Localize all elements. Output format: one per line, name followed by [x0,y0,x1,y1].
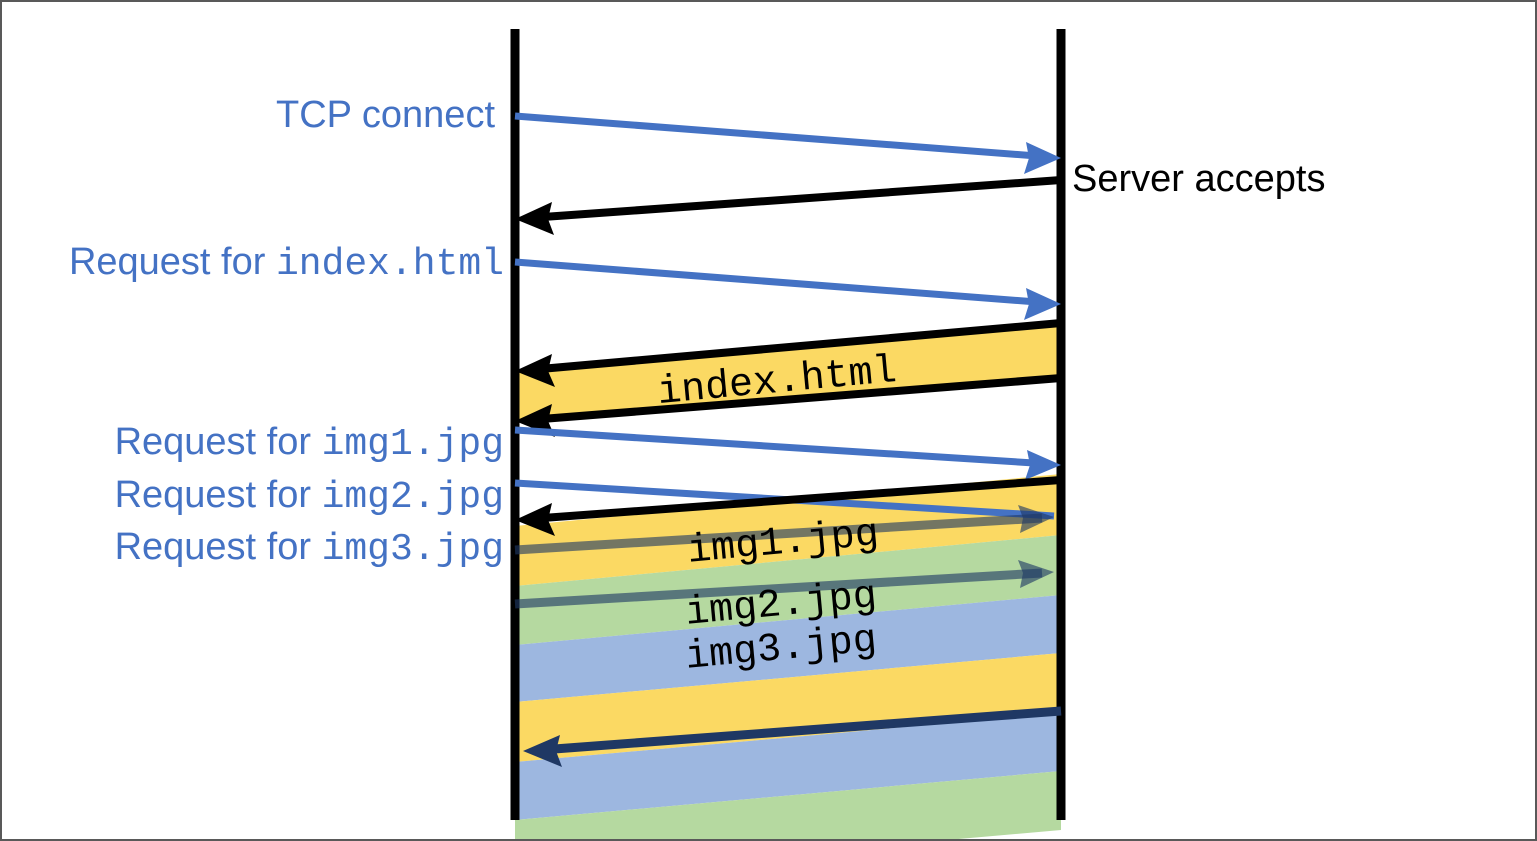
band-index-html [515,322,1061,421]
labels: TCP connect Request for index.html Reque… [69,94,1326,681]
message-img3-transfer [523,706,1062,767]
message-request-img3 [515,476,1062,536]
message-request-index [514,258,1061,320]
messages [514,112,1062,767]
message-server-accepts [515,176,1062,235]
message-tcp-connect [514,112,1061,174]
label-server-accepts: Server accepts [1072,158,1325,200]
message-request-img1 [514,426,1061,480]
label-request-img3-prefix: Request for [115,526,322,568]
label-tcp-connect: TCP connect [276,94,495,136]
label-request-img3: Request for img3.jpg [115,526,504,571]
label-request-img3-file: img3.jpg [322,528,504,571]
label-request-index-prefix: Request for [69,241,276,283]
band-img3-first [515,595,1061,702]
lifelines [510,29,1066,820]
label-request-img2-prefix: Request for [115,474,322,516]
label-request-img1-file: img1.jpg [322,423,504,466]
message-img1-transfer [514,505,1054,555]
message-img2-transfer [514,560,1054,609]
band-img3-second [515,713,1061,820]
label-request-index-file: index.html [276,243,504,286]
label-tcp-connect-text: TCP connect [276,94,495,136]
band-img1-second [515,653,1061,762]
message-index-html-top [515,319,1062,387]
band-img2-second [515,771,1061,839]
label-request-index: Request for index.html [69,241,504,286]
label-request-img2: Request for img2.jpg [115,474,504,519]
label-request-img2-file: img2.jpg [322,476,504,519]
label-request-img1: Request for img1.jpg [115,421,504,466]
label-request-img1-prefix: Request for [115,421,322,463]
